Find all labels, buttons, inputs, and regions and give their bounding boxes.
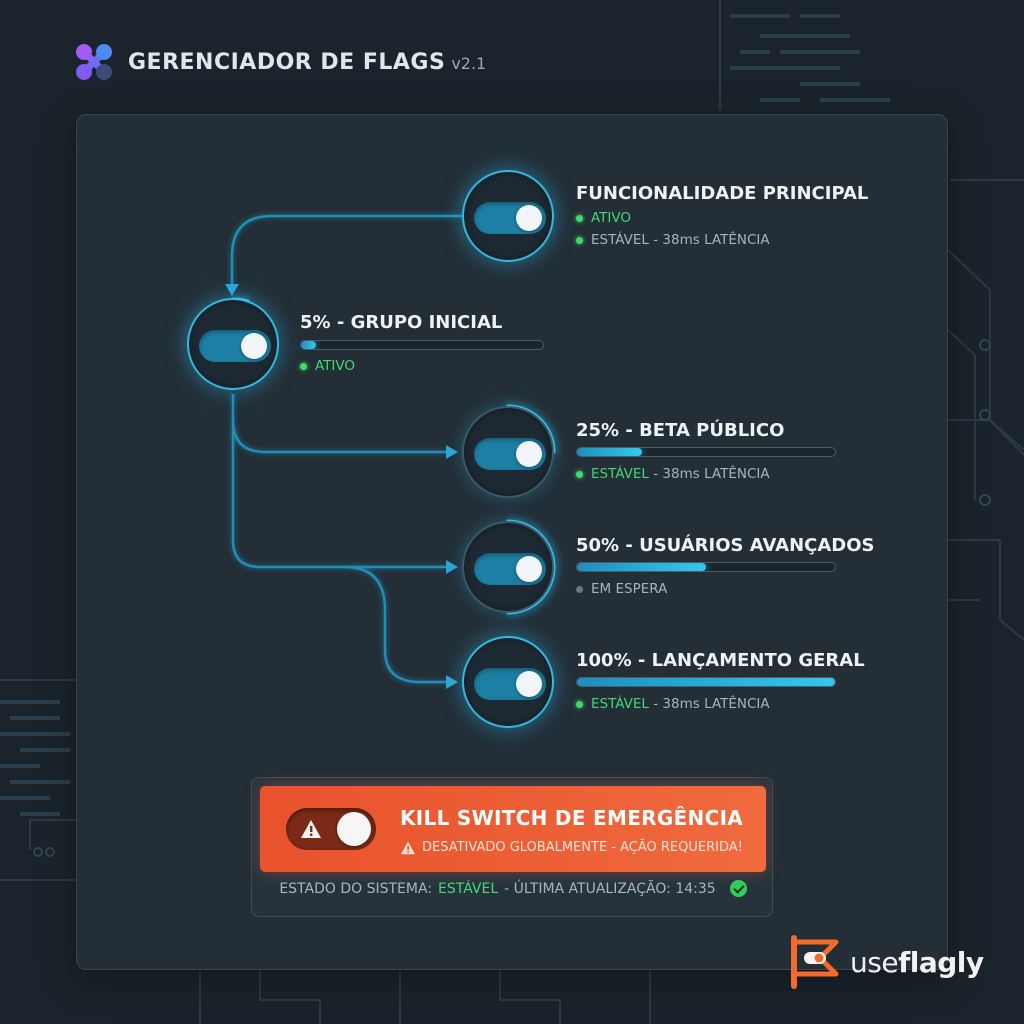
system-status-prefix: ESTADO DO SISTEMA: bbox=[279, 880, 433, 897]
flag-title-25: 25% - BETA PÚBLICO bbox=[576, 420, 785, 441]
flag-node-25 bbox=[462, 406, 554, 498]
status-dot bbox=[576, 236, 583, 244]
status-dot bbox=[576, 470, 583, 478]
toggle-100[interactable] bbox=[474, 668, 546, 700]
flag-status-25: ESTÁVEL - 38ms LATÊNCIA bbox=[576, 466, 770, 482]
status-label: ATIVO bbox=[591, 210, 632, 226]
flag-title-main: FUNCIONALIDADE PRINCIPAL bbox=[576, 183, 869, 204]
flag-title-5: 5% - GRUPO INICIAL bbox=[300, 312, 503, 333]
progress-bar-100 bbox=[576, 677, 836, 687]
brand-name-light: use bbox=[850, 945, 899, 979]
status-label: ESTÁVEL bbox=[591, 466, 649, 482]
kill-switch-toggle[interactable] bbox=[286, 808, 376, 850]
status-dot bbox=[576, 585, 583, 593]
warning-triangle-icon bbox=[301, 820, 321, 838]
flag-title-100: 100% - LANÇAMENTO GERAL bbox=[576, 650, 865, 671]
brand-name: useflagly bbox=[850, 946, 984, 979]
kill-switch-banner: KILL SWITCH DE EMERGÊNCIA DESATIVADO GLO… bbox=[260, 786, 766, 872]
useflagly-logo-icon bbox=[791, 935, 839, 989]
system-status: ESTADO DO SISTEMA: ESTÁVEL - ÚLTIMA ATUA… bbox=[252, 880, 774, 897]
toggle-5[interactable] bbox=[199, 330, 271, 362]
status-detail: - 38ms LATÊNCIA bbox=[648, 232, 770, 248]
progress-fill bbox=[577, 563, 706, 571]
flag-node-5 bbox=[187, 298, 279, 390]
warning-small-icon bbox=[401, 841, 415, 854]
status-dot bbox=[576, 214, 583, 222]
app-title-text: GERENCIADOR DE FLAGS bbox=[128, 49, 446, 75]
flag-status-50: EM ESPERA bbox=[576, 581, 667, 597]
status-dot bbox=[576, 700, 583, 708]
kill-switch-subtitle-text: DESATIVADO GLOBALMENTE - AÇÃO REQUERIDA! bbox=[422, 840, 743, 855]
toggle-50[interactable] bbox=[474, 553, 546, 585]
progress-fill bbox=[301, 341, 316, 349]
kill-switch-card: KILL SWITCH DE EMERGÊNCIA DESATIVADO GLO… bbox=[251, 777, 773, 917]
status-label: EM ESPERA bbox=[591, 581, 668, 597]
flag-status-main-2: ESTÁVEL - 38ms LATÊNCIA bbox=[576, 232, 770, 248]
toggle-knob bbox=[337, 812, 371, 846]
flag-status-100: ESTÁVEL - 38ms LATÊNCIA bbox=[576, 696, 770, 712]
toggle-main[interactable] bbox=[474, 202, 546, 234]
flag-node-main bbox=[462, 170, 554, 262]
molecule-logo-icon bbox=[74, 42, 114, 82]
toggle-knob bbox=[516, 671, 542, 697]
flag-status-5: ATIVO bbox=[300, 358, 355, 374]
status-dot bbox=[300, 362, 307, 370]
kill-switch-title: KILL SWITCH DE EMERGÊNCIA bbox=[400, 806, 744, 830]
progress-bar-50 bbox=[576, 562, 836, 572]
system-status-suffix: - ÚLTIMA ATUALIZAÇÃO: 14:35 bbox=[504, 880, 716, 897]
progress-fill bbox=[577, 678, 835, 686]
status-label: ESTÁVEL bbox=[591, 232, 649, 248]
flag-status-main-1: ATIVO bbox=[576, 210, 631, 226]
brand-name-bold: flagly bbox=[898, 945, 984, 979]
progress-fill bbox=[577, 448, 642, 456]
toggle-25[interactable] bbox=[474, 438, 546, 470]
status-label: ESTÁVEL bbox=[591, 696, 649, 712]
flag-title-50: 50% - USUÁRIOS AVANÇADOS bbox=[576, 535, 875, 556]
status-detail: - 38ms LATÊNCIA bbox=[648, 466, 770, 482]
status-detail: - 38ms LATÊNCIA bbox=[648, 696, 770, 712]
toggle-knob bbox=[516, 441, 542, 467]
check-circle-icon bbox=[729, 880, 747, 897]
flag-node-50 bbox=[462, 521, 554, 613]
flag-node-100 bbox=[462, 636, 554, 728]
toggle-knob bbox=[241, 333, 267, 359]
status-label: ATIVO bbox=[315, 358, 356, 374]
kill-switch-subtitle: DESATIVADO GLOBALMENTE - AÇÃO REQUERIDA! bbox=[400, 840, 743, 855]
progress-bar-5 bbox=[300, 340, 544, 350]
toggle-knob bbox=[516, 205, 542, 231]
progress-bar-25 bbox=[576, 447, 836, 457]
toggle-knob bbox=[516, 556, 542, 582]
app-version: v2.1 bbox=[451, 53, 487, 73]
brand-logo: useflagly bbox=[790, 934, 984, 990]
system-status-state: ESTÁVEL bbox=[438, 880, 499, 897]
